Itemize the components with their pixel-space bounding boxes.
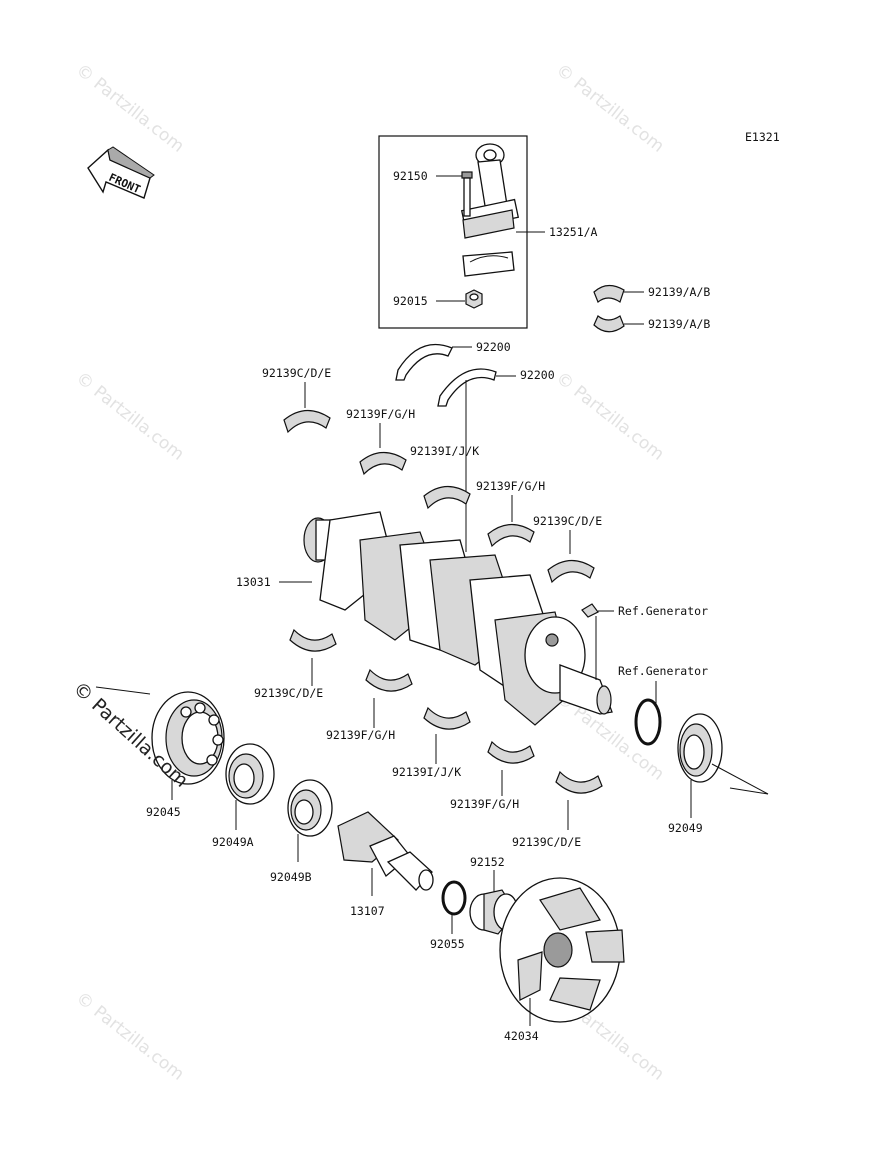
label-92045: 92045 <box>146 805 181 819</box>
watermark: © Partzilla.com <box>72 368 188 465</box>
shaft-icon <box>337 811 434 891</box>
label-92139c-d-e-3: 92139C/D/E <box>254 686 323 700</box>
oil-seal-icon <box>677 713 723 783</box>
oil-seal-icon <box>287 779 333 837</box>
bearing-shell-icon <box>359 451 407 476</box>
label-13107: 13107 <box>350 904 385 918</box>
bearing-shell-icon <box>423 485 471 510</box>
label-ref-generator-1: Ref.Generator <box>618 604 708 618</box>
nut-92015-icon <box>465 289 483 309</box>
coupling-icon <box>499 877 625 1023</box>
label-92049a: 92049A <box>212 835 254 849</box>
bearing-shell-icon <box>593 315 625 333</box>
ball-bearing-icon <box>151 691 225 785</box>
label-92152: 92152 <box>470 855 505 869</box>
label-92139c-d-e-4: 92139C/D/E <box>512 835 581 849</box>
connecting-rod-icon <box>460 143 520 277</box>
label-92139-a-b-2: 92139/A/B <box>648 317 710 331</box>
bearing-shell-icon <box>593 284 625 303</box>
label-92139i-j-k-2: 92139I/J/K <box>392 765 461 779</box>
label-92049: 92049 <box>668 821 703 835</box>
label-92139-a-b-1: 92139/A/B <box>648 285 710 299</box>
label-92200-1: 92200 <box>476 340 511 354</box>
key-icon <box>581 603 599 618</box>
oil-seal-icon <box>225 743 275 805</box>
watermark: © Partzilla.com <box>72 60 188 157</box>
label-92139f-g-h-3: 92139F/G/H <box>326 728 395 742</box>
thrust-washer-icon <box>395 343 453 381</box>
label-92139f-g-h-1: 92139F/G/H <box>346 407 415 421</box>
label-92049b: 92049B <box>270 870 312 884</box>
label-13251-a: 13251/A <box>549 225 598 239</box>
label-92055: 92055 <box>430 937 465 951</box>
label-92139c-d-e-2: 92139C/D/E <box>533 514 602 528</box>
label-42034: 42034 <box>504 1029 539 1043</box>
bolt-92150-icon <box>461 171 473 217</box>
label-92139f-g-h-4: 92139F/G/H <box>450 797 519 811</box>
label-ref-generator-2: Ref.Generator <box>618 664 708 678</box>
label-92139c-d-e-1: 92139C/D/E <box>262 366 331 380</box>
label-92139i-j-k-1: 92139I/J/K <box>410 444 479 458</box>
bearing-shell-icon <box>487 523 535 548</box>
label-92150: 92150 <box>393 169 428 183</box>
label-92139f-g-h-2: 92139F/G/H <box>476 479 545 493</box>
crankshaft-icon <box>303 511 613 726</box>
watermark: © Partzilla.com <box>552 60 668 157</box>
bearing-shell-icon <box>555 770 603 794</box>
diagram-code: E1321 <box>745 130 780 144</box>
label-13031: 13031 <box>236 575 271 589</box>
watermark: © Partzilla.com <box>552 368 668 465</box>
bearing-shell-icon <box>547 559 595 584</box>
bearing-shell-icon <box>283 409 331 434</box>
watermark: © Partzilla.com <box>72 988 188 1085</box>
o-ring-icon <box>441 880 467 916</box>
label-92015: 92015 <box>393 294 428 308</box>
thrust-washer-icon <box>437 368 497 407</box>
o-ring-icon <box>634 698 662 746</box>
label-92200-2: 92200 <box>520 368 555 382</box>
front-arrow-icon: FRONT <box>87 146 155 199</box>
bearing-shell-icon <box>289 628 337 652</box>
bearing-shell-icon <box>365 668 413 692</box>
bearing-shell-icon <box>423 706 471 730</box>
bearing-shell-icon <box>487 740 535 764</box>
